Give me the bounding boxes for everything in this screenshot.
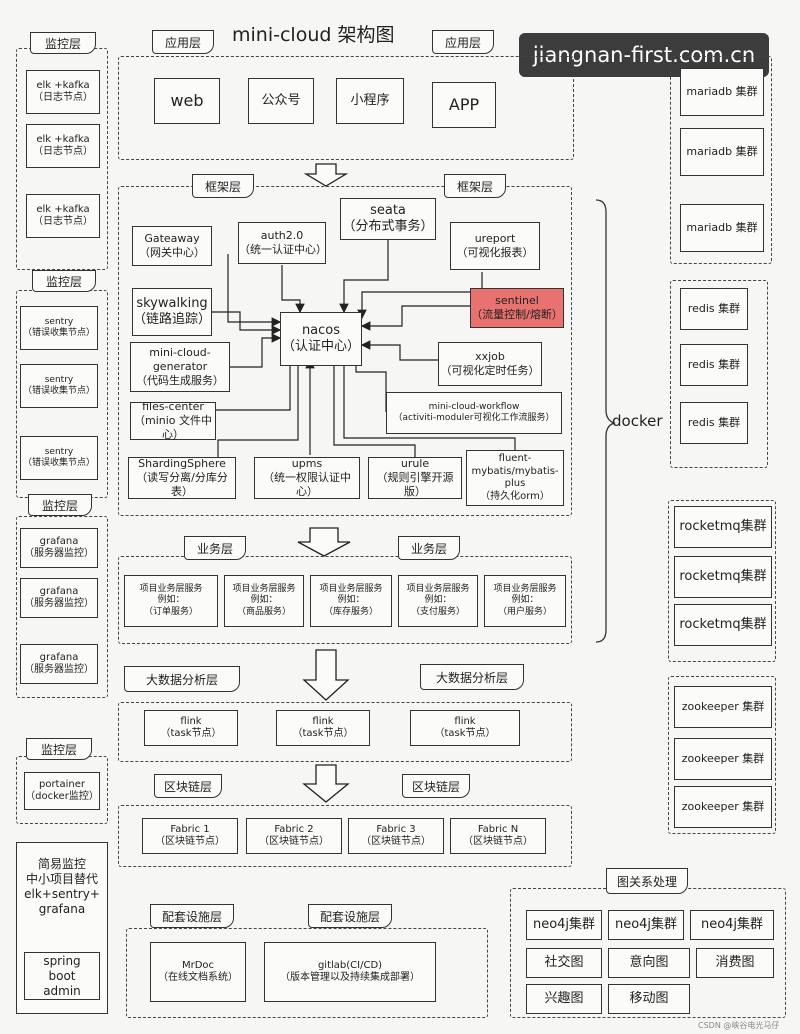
sentry-node-2: sentry （错误收集节点） bbox=[20, 364, 98, 408]
nacos-center: nacos （认证中心） bbox=[280, 312, 362, 366]
footer-credit: CSDN @峡谷电光马仔 bbox=[698, 1021, 780, 1030]
node-sentinel: sentinel （流量控制/熔断） bbox=[470, 288, 564, 328]
node-xxjob: xxjob （可视化定时任务） bbox=[438, 342, 542, 386]
flink-node-2: flink （task节点） bbox=[276, 710, 370, 746]
business-service-order: 项目业务层服务 例如： （订单服务） bbox=[124, 575, 218, 627]
business-layer-label-left: 业务层 bbox=[184, 536, 246, 560]
blockchain-layer-label-left: 区块链层 bbox=[154, 774, 222, 798]
sentry-node-1: sentry （错误收集节点） bbox=[20, 306, 98, 350]
node-mybatis: fluent- mybatis/mybatis- plus （持久化orm） bbox=[466, 450, 564, 506]
elk-node-3: elk +kafka （日志节点） bbox=[26, 194, 100, 238]
mariadb-cluster-2: mariadb 集群 bbox=[680, 128, 764, 176]
graph-consumption: 消费图 bbox=[696, 948, 774, 978]
app-layer-group bbox=[118, 56, 574, 160]
graph-social: 社交图 bbox=[526, 948, 602, 978]
app-mini-program: 小程序 bbox=[336, 78, 404, 124]
business-service-payment: 项目业务层服务 例如： （支付服务） bbox=[398, 575, 478, 627]
zookeeper-cluster-2: zookeeper 集群 bbox=[674, 738, 772, 780]
grafana-node-2: grafana （服务器监控） bbox=[20, 578, 98, 618]
monitoring-elk-label: 监控层 bbox=[30, 32, 96, 54]
infra-mrdoc: MrDoc （在线文档系统） bbox=[150, 942, 246, 1002]
rocketmq-cluster-2: rocketmq集群 bbox=[674, 556, 772, 598]
fabric-node-1: Fabric 1 （区块链节点） bbox=[142, 818, 238, 854]
mariadb-cluster-1: mariadb 集群 bbox=[680, 68, 764, 116]
portainer-node: portainer （docker监控） bbox=[24, 772, 100, 810]
simple-monitor-text: 简易监控 中小项目替代 elk+sentry+ grafana bbox=[24, 857, 100, 916]
fabric-node-3: Fabric 3 （区块链节点） bbox=[348, 818, 444, 854]
rocketmq-cluster-group bbox=[668, 500, 776, 662]
infra-layer-label-right: 配套设施层 bbox=[308, 904, 392, 928]
neo4j-cluster-2: neo4j集群 bbox=[608, 910, 684, 940]
docker-label: docker bbox=[612, 412, 663, 430]
framework-layer-group bbox=[118, 186, 572, 516]
node-sharding: ShardingSphere （读写分离/分库分表） bbox=[128, 457, 236, 499]
monitoring-sentry-label: 监控层 bbox=[32, 270, 96, 292]
bigdata-layer-label-left: 大数据分析层 bbox=[124, 666, 240, 692]
neo4j-cluster-3: neo4j集群 bbox=[690, 910, 774, 940]
mariadb-cluster-group bbox=[670, 56, 772, 264]
graph-mobile: 移动图 bbox=[608, 984, 690, 1014]
app-layer-label-left: 应用层 bbox=[152, 30, 214, 54]
zookeeper-cluster-1: zookeeper 集群 bbox=[674, 686, 772, 728]
sentry-node-3: sentry （错误收集节点） bbox=[20, 436, 98, 480]
business-layer-label-right: 业务层 bbox=[398, 536, 460, 560]
node-gateway: Gateaway （网关中心） bbox=[132, 226, 212, 266]
business-layer-group bbox=[118, 556, 572, 644]
infra-layer-group bbox=[126, 928, 488, 1018]
blockchain-layer-label-right: 区块链层 bbox=[402, 774, 470, 798]
mariadb-cluster-3: mariadb 集群 bbox=[680, 204, 764, 252]
monitoring-grafana-group bbox=[16, 516, 108, 698]
zookeeper-cluster-3: zookeeper 集群 bbox=[674, 786, 772, 828]
graph-intent: 意向图 bbox=[608, 948, 690, 978]
diagram-title: mini-cloud 架构图 bbox=[232, 24, 395, 46]
fabric-node-2: Fabric 2 （区块链节点） bbox=[246, 818, 342, 854]
neo4j-cluster-1: neo4j集群 bbox=[526, 910, 602, 940]
grafana-node-3: grafana （服务器监控） bbox=[20, 644, 98, 684]
rocketmq-cluster-1: rocketmq集群 bbox=[674, 506, 772, 548]
node-seata: seata （分布式事务） bbox=[340, 198, 436, 240]
fabric-node-n: Fabric N （区块链节点） bbox=[450, 818, 546, 854]
spring-boot-admin-box: spring boot admin bbox=[24, 952, 100, 1000]
node-ureport: ureport （可视化报表） bbox=[450, 222, 540, 270]
monitoring-portainer-label: 监控层 bbox=[26, 738, 92, 760]
graph-label: 图关系处理 bbox=[606, 868, 688, 894]
graph-interest: 兴趣图 bbox=[526, 984, 602, 1014]
business-service-inventory: 项目业务层服务 例如： （库存服务） bbox=[310, 575, 392, 627]
business-service-user: 项目业务层服务 例如： （用户服务） bbox=[484, 575, 566, 627]
redis-cluster-1: redis 集群 bbox=[680, 288, 748, 330]
redis-cluster-group bbox=[670, 280, 768, 468]
bigdata-layer-label-right: 大数据分析层 bbox=[420, 664, 524, 690]
framework-layer-label-right: 框架层 bbox=[444, 174, 506, 198]
framework-layer-label-left: 框架层 bbox=[192, 174, 254, 198]
flink-node-1: flink （task节点） bbox=[144, 710, 238, 746]
business-service-product: 项目业务层服务 例如： （商品服务） bbox=[224, 575, 304, 627]
elk-node-1: elk +kafka （日志节点） bbox=[26, 70, 100, 114]
node-generator: mini-cloud- generator （代码生成服务） bbox=[130, 342, 230, 392]
zookeeper-cluster-group bbox=[668, 676, 776, 834]
monitoring-grafana-label: 监控层 bbox=[28, 494, 92, 516]
node-skywalking: skywalking （链路追踪） bbox=[132, 288, 212, 336]
node-urule: urule （规则引擎开源版） bbox=[368, 457, 462, 499]
grafana-node-1: grafana （服务器监控） bbox=[20, 528, 98, 568]
flink-node-3: flink （task节点） bbox=[410, 710, 520, 746]
redis-cluster-3: redis 集群 bbox=[680, 402, 748, 444]
node-workflow: mini-cloud-workflow （activiti-moduler可视化… bbox=[386, 392, 562, 434]
infra-gitlab: gitlab(CI/CD) （版本管理以及持续集成部署） bbox=[264, 942, 436, 1002]
app-layer-label-right: 应用层 bbox=[432, 30, 494, 54]
node-upms: upms （统一权限认证中心） bbox=[254, 457, 360, 499]
node-files-center: files-center （minio 文件中心） bbox=[130, 400, 216, 441]
app-native: APP bbox=[432, 82, 496, 128]
bigdata-layer-group bbox=[118, 702, 572, 762]
app-official-account: 公众号 bbox=[248, 78, 314, 124]
node-auth: auth2.0 （统一认证中心） bbox=[238, 222, 327, 264]
elk-node-2: elk +kafka （日志节点） bbox=[26, 124, 100, 168]
blockchain-layer-group bbox=[118, 805, 572, 867]
infra-layer-label-left: 配套设施层 bbox=[150, 904, 234, 928]
app-web: web bbox=[154, 78, 220, 124]
rocketmq-cluster-3: rocketmq集群 bbox=[674, 604, 772, 646]
redis-cluster-2: redis 集群 bbox=[680, 344, 748, 386]
